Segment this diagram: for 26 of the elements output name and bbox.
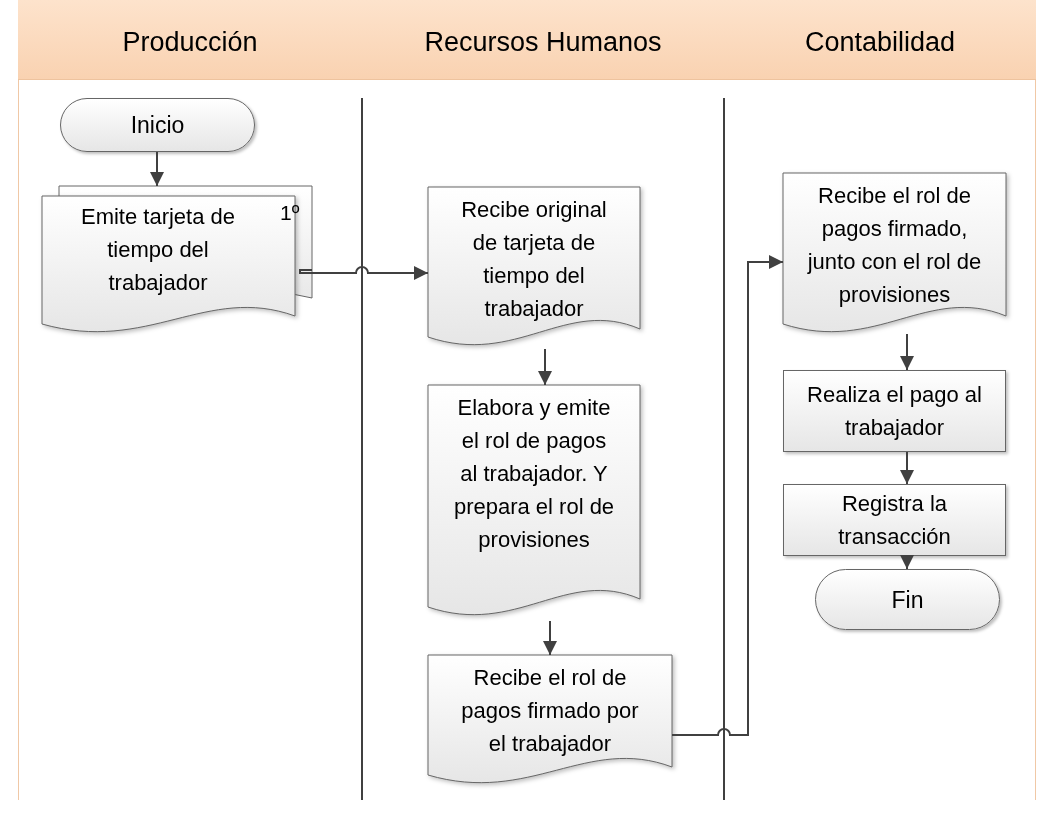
step-label: Registra la transacción — [837, 490, 952, 551]
terminator-shape — [60, 98, 255, 152]
process-box — [783, 484, 1006, 556]
terminator-shape — [815, 569, 1000, 630]
arrow — [900, 333, 914, 371]
lane-header-band — [18, 0, 1036, 80]
arrow — [671, 255, 784, 736]
arrow — [299, 266, 429, 280]
lane-title: Producción — [121, 26, 259, 58]
arrow — [900, 451, 914, 485]
lane-title: Contabilidad — [803, 26, 957, 58]
step-label: Emite tarjeta de tiempo del trabajador — [79, 203, 237, 297]
arrow — [538, 348, 552, 386]
arrow — [543, 620, 557, 656]
step-label: Recibe el rol de pagos firmado por el trabajador — [460, 664, 640, 758]
copy-number: 1º — [280, 200, 300, 226]
lane-title: Recursos Humanos — [423, 26, 663, 58]
step-label: Recibe el rol de pagos firmado, junto con el rol de provisiones — [806, 182, 983, 309]
step-label: Inicio — [130, 111, 185, 139]
process-box — [783, 370, 1006, 452]
step-label: Fin — [891, 585, 924, 614]
step-label: Recibe original de tarjeta de tiempo del trabajador — [460, 196, 608, 323]
arrow — [150, 151, 164, 187]
arrow — [900, 555, 914, 570]
step-label: Realiza el pago al trabajador — [806, 381, 983, 442]
step-label: Elabora y emite el rol de pagos al trabajador. Y prepara el rol de provisiones — [452, 394, 616, 554]
